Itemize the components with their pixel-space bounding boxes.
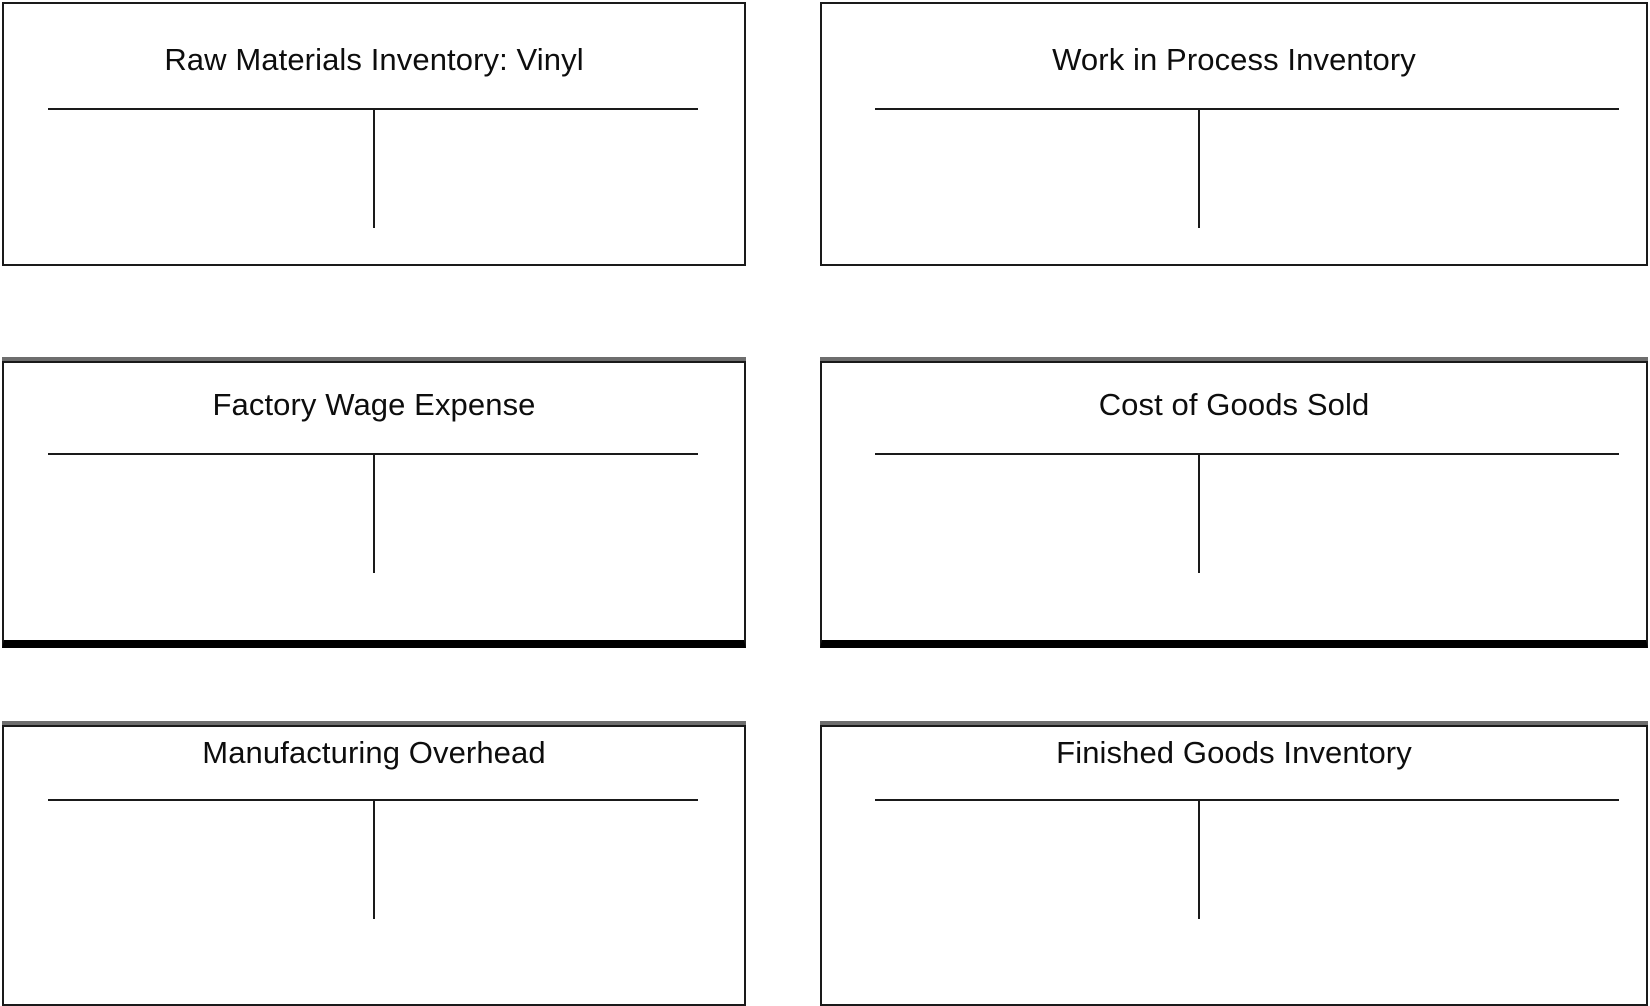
row-accent-strip — [2, 357, 746, 361]
t-account-divider-rule — [373, 108, 375, 228]
t-account-title: Factory Wage Expense — [212, 387, 536, 422]
t-account-finished-goods-inventory[interactable]: Finished Goods Inventory — [820, 725, 1648, 1006]
t-account-divider-rule — [373, 453, 375, 573]
t-account-divider-rule — [1198, 108, 1200, 228]
t-account-title: Raw Materials Inventory: Vinyl — [164, 42, 584, 77]
row-accent-strip — [820, 357, 1648, 361]
t-account-raw-materials-inventory-vinyl[interactable]: Raw Materials Inventory: Vinyl — [2, 2, 746, 266]
row-accent-strip — [2, 721, 746, 725]
t-account-factory-wage-expense[interactable]: Factory Wage Expense — [2, 361, 746, 648]
t-account-title: Work in Process Inventory — [1052, 42, 1416, 77]
t-account-work-in-process-inventory[interactable]: Work in Process Inventory — [820, 2, 1648, 266]
t-account-divider-rule — [1198, 799, 1200, 919]
t-account-divider-rule — [373, 799, 375, 919]
row-accent-strip — [820, 721, 1648, 725]
t-account-header-rule — [875, 108, 1619, 110]
t-account-manufacturing-overhead[interactable]: Manufacturing Overhead — [2, 725, 746, 1006]
t-account-title: Manufacturing Overhead — [202, 735, 546, 770]
t-account-divider-rule — [1198, 453, 1200, 573]
t-account-cost-of-goods-sold[interactable]: Cost of Goods Sold — [820, 361, 1648, 648]
t-account-header-rule — [875, 799, 1619, 801]
t-account-title: Finished Goods Inventory — [1056, 735, 1412, 770]
t-account-title: Cost of Goods Sold — [1098, 387, 1370, 422]
t-account-header-rule — [875, 453, 1619, 455]
